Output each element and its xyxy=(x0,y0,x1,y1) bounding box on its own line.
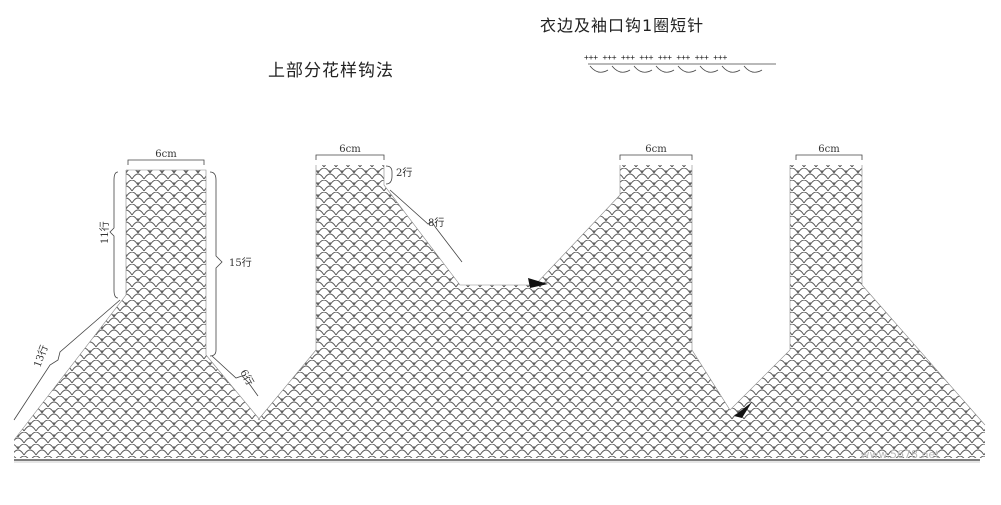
rows-8-label: 8行 xyxy=(428,216,444,229)
edge-stitch-diagram xyxy=(588,63,776,73)
rows-11-label: 11行 xyxy=(98,221,111,244)
watermark: www.5678.net xyxy=(860,448,940,461)
dim-6cm: 6cm xyxy=(155,149,177,160)
edge-title: 衣边及袖口钩1圈短针 xyxy=(540,16,705,35)
dim-6cm: 6cm xyxy=(818,144,840,155)
dim-6cm: 6cm xyxy=(339,144,361,155)
edge-stitch-symbols: +++ +++ +++ +++ +++ +++ +++ +++ xyxy=(584,53,728,62)
main-panel xyxy=(257,165,986,458)
pattern-title: 上部分花样钩法 xyxy=(268,61,394,81)
left-panel xyxy=(13,169,261,458)
rows-13-label: 13行 xyxy=(31,343,51,369)
arrow-marker xyxy=(528,278,548,288)
rows-2-label: 2行 xyxy=(396,166,412,179)
dim-6cm: 6cm xyxy=(645,144,667,155)
arrow-marker xyxy=(734,402,752,418)
rows-15-label: 15行 xyxy=(229,256,252,269)
rows-6-label: 6行 xyxy=(237,367,256,388)
